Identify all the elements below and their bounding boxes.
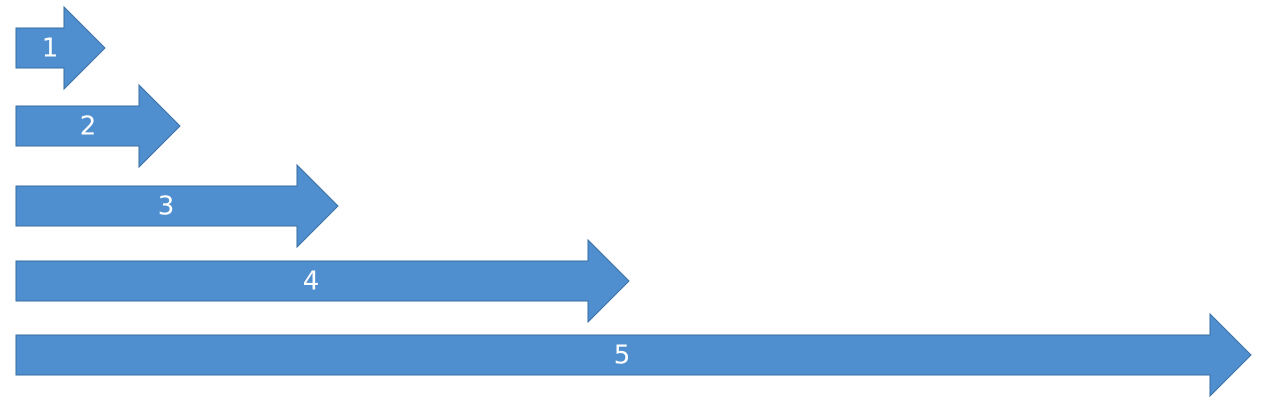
- arrow-5-label: 5: [614, 341, 631, 371]
- arrow-2-label: 2: [80, 112, 97, 142]
- arrow-5-shape: [15, 312, 1252, 398]
- arrow-4-label: 4: [303, 267, 320, 297]
- arrow-3: 3: [15, 163, 339, 249]
- arrow-1-shape: [15, 5, 106, 91]
- arrow-3-label: 3: [158, 192, 175, 222]
- arrow-1-label: 1: [42, 34, 59, 64]
- arrow-3-shape: [15, 163, 339, 249]
- arrow-5: 5: [15, 312, 1252, 398]
- arrow-2: 2: [15, 83, 181, 169]
- arrow-2-shape: [15, 83, 181, 169]
- arrow-1: 1: [15, 5, 106, 91]
- arrow-4: 4: [15, 238, 630, 324]
- arrow-4-shape: [15, 238, 630, 324]
